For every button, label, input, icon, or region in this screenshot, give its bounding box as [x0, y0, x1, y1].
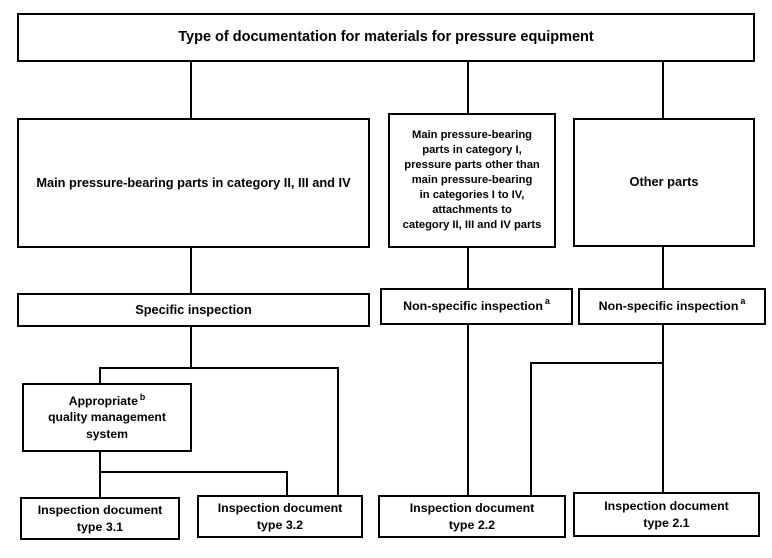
category-box-other-parts: Other parts	[573, 118, 755, 247]
connector-crossbar-to-doc-type-2-2	[530, 362, 532, 497]
category-box-main-parts-cat-i: Main pressure-bearing parts in category …	[388, 113, 556, 248]
category-label-main-parts-ii-iii-iv: Main pressure-bearing parts in category …	[36, 174, 351, 190]
inspection-label-non-specific-2-text: Non-specific inspection	[598, 298, 739, 313]
footnote-marker-b: b	[139, 392, 146, 403]
category-label-other-parts: Other parts	[629, 174, 699, 190]
connector-quality-management-bus	[99, 471, 288, 473]
connector-specific-inspection-stem	[190, 325, 192, 369]
connector-quality-management-stem	[99, 450, 101, 473]
connector-title-to-main-parts-cat-i	[467, 62, 469, 114]
document-box-type-3-2: Inspection document type 3.2	[197, 495, 363, 538]
connector-bus-to-doc-type-3-2-direct	[337, 367, 339, 497]
connector-bus-to-quality-management	[99, 367, 101, 385]
quality-management-system-lead: Appropriate	[68, 394, 138, 409]
connector-bus-to-doc-type-3-1	[99, 471, 101, 499]
connector-non-specific-inspection-1-to-doc-type-2-2	[467, 324, 469, 497]
category-label-main-parts-cat-i: Main pressure-bearing parts in category …	[402, 128, 542, 232]
document-label-type-3-2: Inspection document type 3.2	[217, 501, 343, 532]
document-label-type-3-1: Inspection document type 3.1	[37, 503, 163, 534]
connector-non-specific-inspection-2-crossbar	[530, 362, 664, 364]
inspection-label-specific: Specific inspection	[135, 301, 252, 317]
root-title-label: Type of documentation for materials for …	[178, 29, 594, 46]
root-title-box: Type of documentation for materials for …	[17, 13, 755, 62]
document-label-type-2-1: Inspection document type 2.1	[604, 499, 729, 530]
quality-management-system-rest: quality management system	[48, 410, 166, 441]
connector-main-parts-cat-i-to-non-specific-inspection-1	[467, 246, 469, 289]
document-label-type-2-2: Inspection document type 2.2	[409, 501, 535, 532]
connector-other-parts-to-non-specific-inspection-2	[662, 245, 664, 289]
connector-title-to-main-parts-ii-iii-iv	[190, 62, 192, 119]
document-box-type-3-1: Inspection document type 3.1	[20, 497, 180, 540]
document-box-type-2-1: Inspection document type 2.1	[573, 492, 760, 537]
category-box-main-parts-ii-iii-iv: Main pressure-bearing parts in category …	[17, 118, 370, 248]
inspection-box-specific: Specific inspection	[17, 293, 370, 327]
connector-specific-inspection-bus	[99, 367, 339, 369]
inspection-label-non-specific-1-text: Non-specific inspection	[403, 298, 543, 313]
connector-main-parts-ii-iii-iv-to-specific-inspection	[190, 246, 192, 294]
connector-bus-to-doc-type-3-2	[286, 471, 288, 497]
connector-title-to-other-parts	[662, 62, 664, 119]
footnote-marker-a-2: a	[740, 296, 746, 307]
connector-non-specific-inspection-2-to-doc-type-2-1	[662, 324, 664, 494]
document-box-type-2-2: Inspection document type 2.2	[378, 495, 566, 538]
footnote-marker-a-1: a	[544, 296, 550, 307]
